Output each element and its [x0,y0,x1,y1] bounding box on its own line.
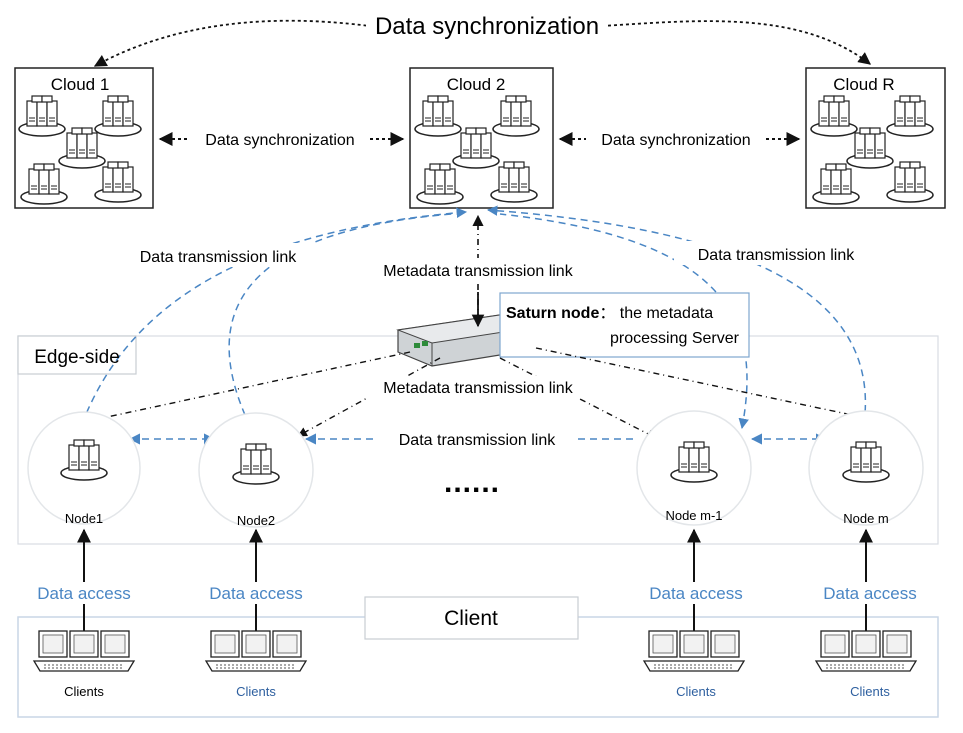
node-2-label: Node2 [237,513,275,528]
clients-icon-1 [33,630,135,672]
meta-link-node1 [83,351,411,425]
client-label-box [364,596,579,640]
clients-label-1: Clients [64,684,104,699]
clients-label-2: Clients [236,684,276,699]
clients-label-3: Clients [676,684,716,699]
clients-icon-2 [205,630,307,672]
cloud-2-label: Cloud 2 [447,75,506,94]
top-sync-label: Data synchronization [375,13,599,40]
node-m[interactable] [808,410,924,526]
dtl-left-label: Data transmission link [140,249,298,266]
meta-link-nodem [535,347,867,421]
cloud-sync-left-label: Data synchronization [205,132,354,149]
dtl-node1-cloud2 [80,207,468,425]
metadata-link-mid-label: Metadata transmission link [383,380,573,397]
metadata-link-top-label: Metadata transmission link [383,263,573,280]
top-sync-arrow [95,19,870,66]
node-1[interactable] [27,411,141,525]
data-access-2: Data access [209,584,303,603]
saturn-rest: ： the metadata [599,305,713,322]
saturn-label-box [499,292,750,358]
node-1-label: Node1 [65,511,103,526]
cloud-r-label: Cloud R [833,75,894,94]
clients-icon-3 [643,630,745,672]
saturn-bold: Saturn node [506,305,599,322]
node-m-1[interactable] [636,410,752,526]
client-label: Client [444,607,498,630]
cloud-1-label: Cloud 1 [51,75,110,94]
cloud-r-box [805,67,946,209]
dtl-center-label: Data transmission link [399,432,557,449]
data-access-3: Data access [649,584,743,603]
dtl-nodem-cloud2 [486,205,871,426]
saturn-label-line2: processing Server [610,330,740,347]
cloud-2-box [409,67,554,209]
edge-side-label: Edge-side [34,347,120,368]
data-access-4: Data access [823,584,917,603]
ellipsis: ...... [444,466,500,499]
node-2[interactable] [198,412,314,528]
meta-link-node2 [297,357,441,437]
node-m-1-label: Node m-1 [665,508,722,523]
clients-icon-4 [815,630,917,672]
cloud-1-box [14,67,154,209]
node-m-label: Node m [843,511,889,526]
cloud-sync-right-label: Data synchronization [601,132,750,149]
data-access-1: Data access [37,584,131,603]
dtl-right-label: Data transmission link [698,247,856,264]
dtl-node2-cloud2 [228,213,453,427]
saturn-label-line1: Saturn node： the metadata [506,305,713,322]
clients-label-4: Clients [850,684,890,699]
